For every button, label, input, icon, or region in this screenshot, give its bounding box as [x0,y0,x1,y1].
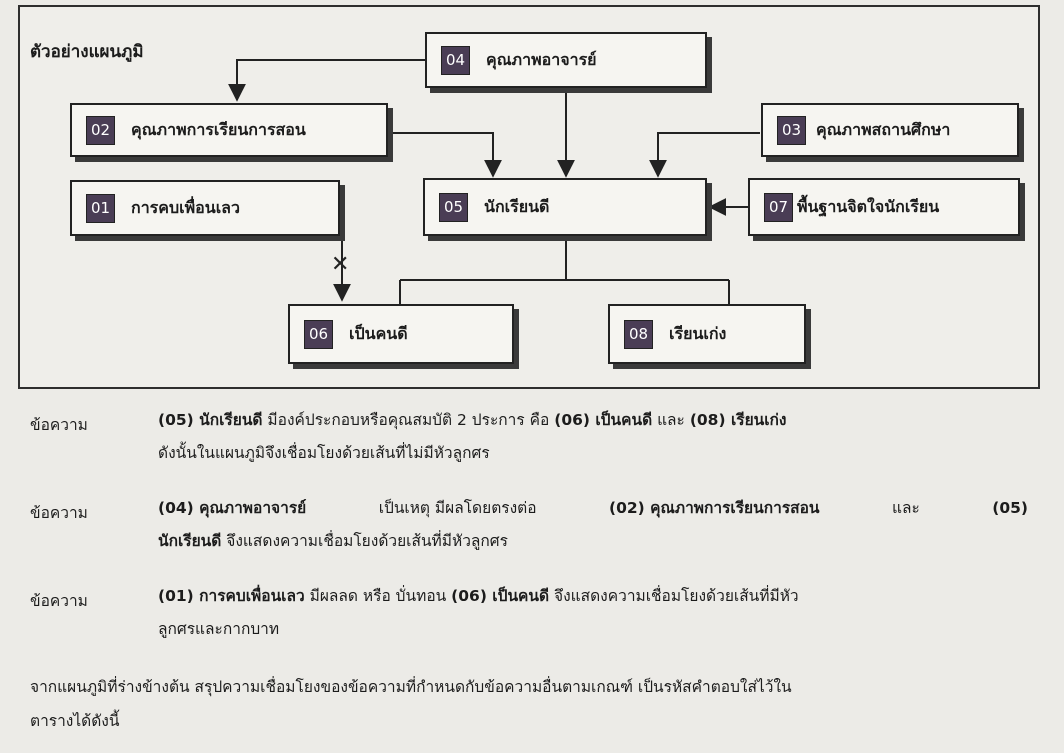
p2-seg4: และ [891,499,920,517]
arrow-02-to-05 [390,132,502,178]
node-06-label: เป็นคนดี [349,323,408,343]
p2-seg3: (02) คุณภาพการเรียนการสอน [609,499,820,517]
node-04-label: คุณภาพอาจารย์ [486,49,597,69]
p2-line2b: นักเรียนดี [158,532,222,550]
node-05-label: นักเรียนดี [484,196,550,216]
p1-seg2: มีองค์ประกอบหรือคุณสมบัติ 2 ประการ คือ [262,411,555,429]
p4-line1: จากแผนภูมิที่ร่างข้างต้น สรุปความเชื่อมโ… [30,678,792,696]
p2-seg2: เป็นเหตุ มีผลโดยตรงต่อ [378,499,537,517]
p2-seg5: (05) [992,499,1028,517]
p2-line2: จึงแสดงความเชื่อมโยงด้วยเส้นที่มีหัวลูกศ… [221,532,508,550]
p1-seg1: (05) นักเรียนดี [158,411,263,429]
node-07: 07 พื้นฐานจิตใจนักเรียน [748,178,1020,236]
node-07-code: 07 [764,192,793,222]
cross-icon: ✕ [331,252,350,277]
p4-text: จากแผนภูมิที่ร่างข้างต้น สรุปความเชื่อมโ… [30,670,1040,738]
p4-line2: ตารางได้ดังนี้ [30,712,120,730]
node-05: 05 นักเรียนดี [423,178,707,236]
node-04-code: 04 [441,45,470,75]
node-03-label: คุณภาพสถานศึกษา [816,119,951,139]
node-02: 02 คุณภาพการเรียนการสอน [70,103,388,157]
node-08-label: เรียนเก่ง [669,323,727,343]
p2-tag: ข้อความ [30,504,88,522]
node-08: 08 เรียนเก่ง [608,304,806,364]
p1-seg5: (08) เรียนเก่ง [689,411,787,429]
arrow-04-to-02 [228,59,425,102]
arrow-03-to-05 [649,132,760,178]
p3-seg4: จึงแสดงความเชื่อมโยงด้วยเส้นที่มีหัว [549,587,799,605]
p1-seg4: และ [652,411,690,429]
node-01-code: 01 [86,193,115,223]
node-07-label: พื้นฐานจิตใจนักเรียน [797,196,940,216]
node-02-label: คุณภาพการเรียนการสอน [131,119,306,139]
node-08-code: 08 [624,319,653,349]
node-02-code: 02 [86,115,115,145]
p3-line2: ลูกศรและกากบาท [158,620,280,638]
node-05-code: 05 [439,192,468,222]
p3-seg1: (01) การคบเพื่อนเลว [158,587,305,605]
p1-tag: ข้อความ [30,416,88,434]
node-06-code: 06 [304,319,333,349]
p3-text: (01) การคบเพื่อนเลว มีผลลด หรือ บั่นทอน … [158,580,1028,646]
connector-lines [228,59,760,308]
node-06: 06 เป็นคนดี [288,304,514,364]
node-04: 04 คุณภาพอาจารย์ [425,32,707,88]
p2-seg1: (04) คุณภาพอาจารย์ [158,499,307,517]
p3-seg2: มีผลลด หรือ บั่นทอน [304,587,452,605]
node-03: 03 คุณภาพสถานศึกษา [761,103,1019,157]
p1-line2: ดังนั้นในแผนภูมิจึงเชื่อมโยงด้วยเส้นที่ไ… [158,444,490,462]
node-01: 01 การคบเพื่อนเลว [70,180,340,236]
p2-text: (04) คุณภาพอาจารย์ เป็นเหตุ มีผลโดยตรงต่… [158,492,1028,558]
p1-text: (05) นักเรียนดี มีองค์ประกอบหรือคุณสมบัต… [158,404,1028,470]
node-01-label: การคบเพื่อนเลว [131,197,240,217]
p3-tag: ข้อความ [30,592,88,610]
p1-seg3: (06) เป็นคนดี [554,411,653,429]
p3-seg3: (06) เป็นคนดี [451,587,550,605]
node-03-code: 03 [777,115,806,145]
diagram-title: ตัวอย่างแผนภูมิ [30,42,144,62]
